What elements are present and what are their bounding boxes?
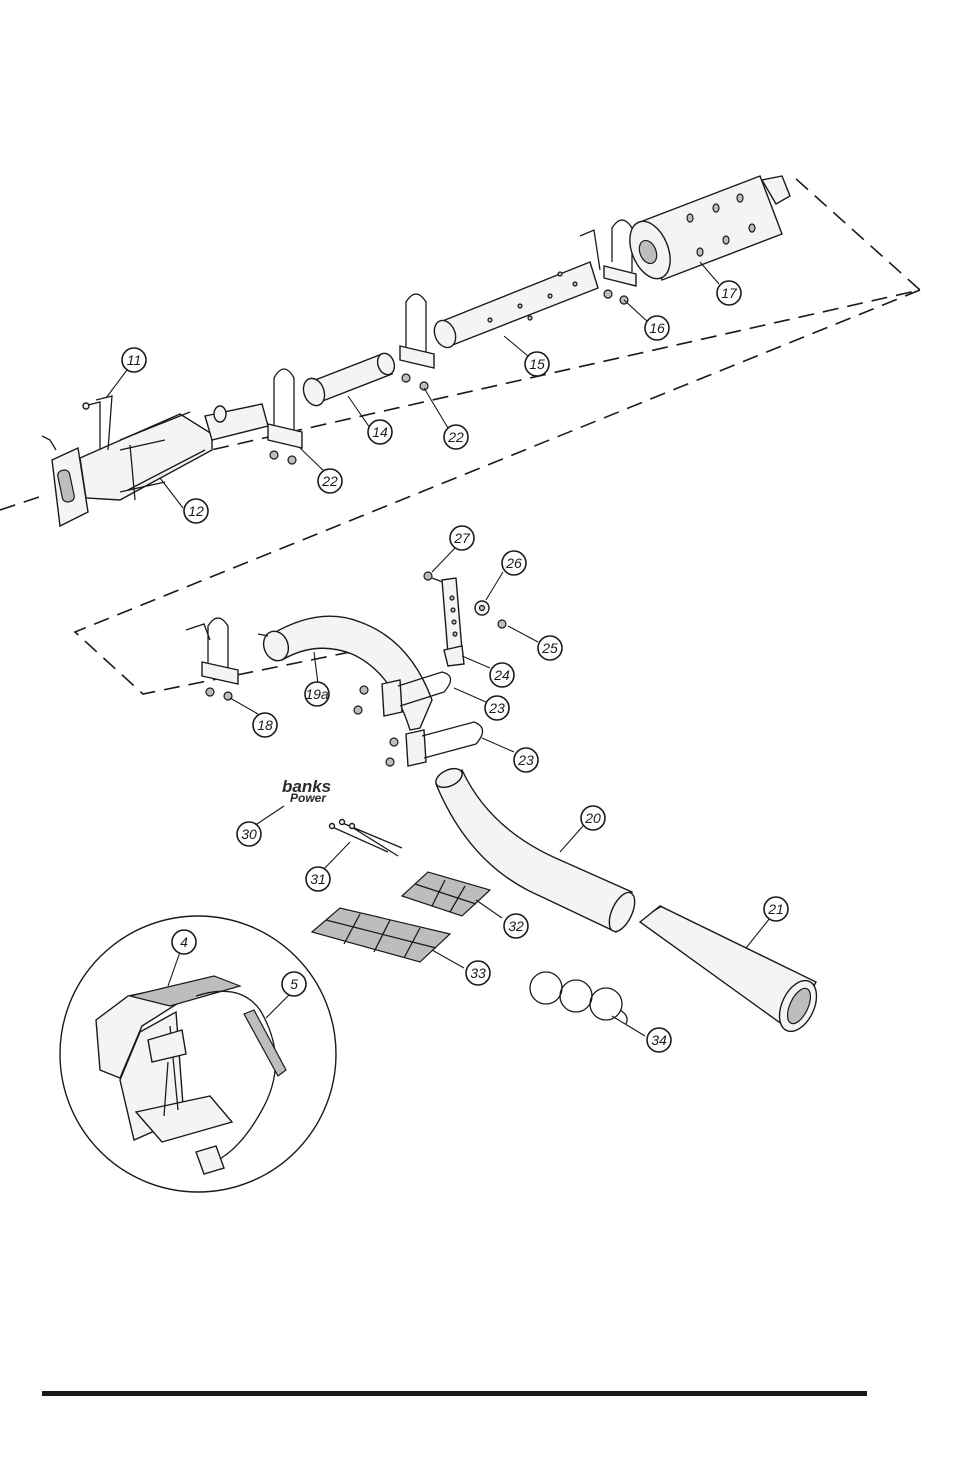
callout-22b: 22 [444, 425, 468, 449]
svg-text:19a: 19a [305, 686, 329, 702]
perforated-pipe-part [430, 262, 598, 351]
svg-text:21: 21 [767, 901, 784, 917]
svg-text:34: 34 [651, 1032, 667, 1048]
banks-power-logo: banks Power [282, 777, 331, 805]
callout-18: 18 [253, 713, 277, 737]
u-clamp-23-lower-part [386, 722, 483, 766]
callout-17: 17 [717, 281, 741, 305]
u-clamp-right-part [400, 294, 434, 390]
callout-12: 12 [184, 499, 208, 523]
callout-27: 27 [450, 526, 474, 550]
callout-16: 16 [645, 316, 669, 340]
svg-text:24: 24 [493, 667, 510, 683]
svg-text:20: 20 [584, 810, 601, 826]
bent-pipe-19a-part [258, 616, 432, 730]
callout-33: 33 [466, 961, 490, 985]
svg-text:16: 16 [649, 320, 665, 336]
callout-4: 4 [172, 930, 196, 954]
callout-15: 15 [525, 352, 549, 376]
callout-26: 26 [502, 551, 526, 575]
footer-rule [42, 1391, 867, 1396]
hanger-18-part [186, 618, 238, 700]
svg-text:23: 23 [488, 700, 505, 716]
callout-20: 20 [581, 806, 605, 830]
callout-23a: 23 [485, 696, 509, 720]
callout-34: 34 [647, 1028, 671, 1052]
cable-ties-part [330, 820, 403, 857]
callout-32: 32 [504, 914, 528, 938]
u-clamp-left-part [268, 369, 302, 464]
svg-text:12: 12 [188, 503, 204, 519]
callout-19a: 19a [305, 682, 329, 706]
svg-text:26: 26 [505, 555, 522, 571]
svg-text:15: 15 [529, 356, 545, 372]
heat-pad-large-part [312, 908, 450, 962]
callout-25: 25 [538, 636, 562, 660]
callout-11: 11 [122, 348, 146, 372]
svg-text:31: 31 [310, 871, 326, 887]
svg-text:33: 33 [470, 965, 486, 981]
bracket-stud-part [83, 396, 112, 450]
callout-23b: 23 [514, 748, 538, 772]
svg-text:23: 23 [517, 752, 534, 768]
callout-5: 5 [282, 972, 306, 996]
svg-text:32: 32 [508, 918, 524, 934]
heat-pad-small-part [402, 872, 490, 916]
heat-shield-detail-inset [60, 916, 336, 1192]
callout-22a: 22 [318, 469, 342, 493]
logo-line2: Power [290, 791, 327, 805]
svg-text:18: 18 [257, 717, 273, 733]
svg-text:30: 30 [241, 826, 257, 842]
catalytic-converter-part [42, 404, 268, 526]
intermediate-pipe-part [300, 351, 397, 409]
svg-text:25: 25 [541, 640, 558, 656]
hanger-bracket-hardware-part [424, 572, 506, 666]
svg-text:22: 22 [447, 429, 464, 445]
callout-21: 21 [764, 897, 788, 921]
svg-text:22: 22 [321, 473, 338, 489]
callout-31: 31 [306, 867, 330, 891]
exhaust-tip-part [640, 906, 824, 1037]
svg-text:17: 17 [721, 285, 738, 301]
svg-text:4: 4 [180, 934, 188, 950]
svg-text:5: 5 [290, 976, 298, 992]
callout-30: 30 [237, 822, 261, 846]
svg-text:11: 11 [127, 352, 142, 368]
callout-14: 14 [368, 420, 392, 444]
svg-text:14: 14 [372, 424, 388, 440]
callout-24: 24 [490, 663, 514, 687]
svg-text:27: 27 [453, 530, 471, 546]
